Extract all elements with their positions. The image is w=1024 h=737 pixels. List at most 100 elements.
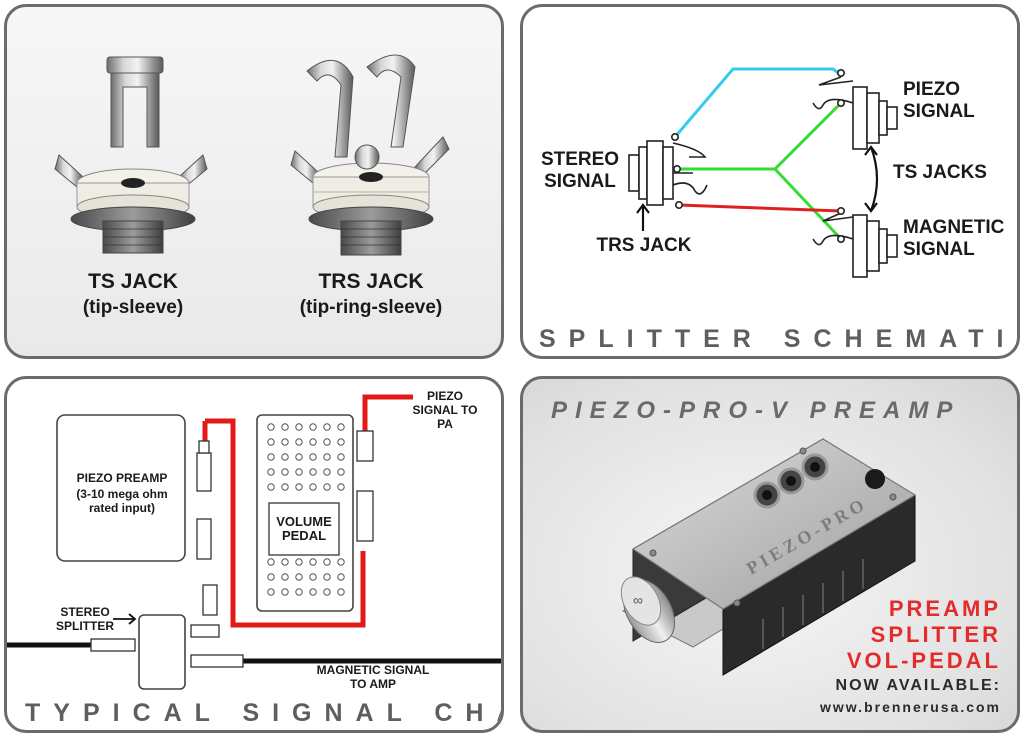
jack-illustrations xyxy=(54,54,450,256)
pedal-grip-dot xyxy=(281,453,289,461)
pedal-grip-dot xyxy=(309,423,317,431)
pedal-grip-dot xyxy=(295,573,303,581)
pedal-grip-dot xyxy=(295,468,303,476)
pedal-grip-dot xyxy=(309,438,317,446)
schematic-diagram xyxy=(628,67,898,278)
pedal-grip-dot xyxy=(295,453,303,461)
preamp-input-label: (3-10 mega ohm rated input) xyxy=(76,487,168,515)
pedal-grip-dot xyxy=(323,423,331,431)
pedal-grip-dot xyxy=(323,588,331,596)
pedal-grip-dot xyxy=(281,588,289,596)
red-cable-loop xyxy=(205,418,366,628)
trs-jack-image xyxy=(290,54,450,256)
splitter-schematic-panel: STEREO SIGNAL TRS JACK PIEZO SIGNAL TS J… xyxy=(520,4,1020,359)
pedal-grip-dot xyxy=(337,453,345,461)
pedal-grip-dot xyxy=(281,573,289,581)
stereo-splitter-box xyxy=(138,614,186,690)
plug-preamp-bottom xyxy=(196,518,212,560)
pedal-grip-dot xyxy=(323,438,331,446)
pedal-grip-dot xyxy=(323,468,331,476)
pedal-grip-dot xyxy=(337,423,345,431)
ts-jack-image xyxy=(54,56,208,254)
ts-jacks-double-arrow xyxy=(864,145,879,213)
device-screws xyxy=(649,447,897,607)
plug-splitter-red xyxy=(190,624,220,638)
plug-splitter-in xyxy=(90,638,136,652)
pedal-grip-dot xyxy=(281,423,289,431)
volume-knob: ∞ xyxy=(620,576,676,643)
piezo-signal-label: PIEZO SIGNAL xyxy=(903,79,975,122)
trs-jack-symbol xyxy=(628,133,708,210)
cable-plugs xyxy=(90,430,374,668)
plug-preamp-in xyxy=(202,584,218,616)
ts-jack-subtitle: (tip-sleeve) xyxy=(82,297,184,318)
pedal-grip-dot xyxy=(281,468,289,476)
red-cable-pa xyxy=(362,394,413,431)
pedal-grip-dot xyxy=(337,588,345,596)
ground-wire xyxy=(677,101,843,171)
pedal-grip-dot xyxy=(267,423,275,431)
pedal-grip-dot xyxy=(309,483,317,491)
pedal-grip-dot xyxy=(295,483,303,491)
pedal-grip-dot xyxy=(337,573,345,581)
trs-jack-arrow xyxy=(636,203,650,231)
plug-pedal-bottom xyxy=(356,490,374,542)
tip-wire xyxy=(673,67,842,138)
trs-jack-label: TRS JACK xyxy=(596,235,692,256)
pedal-grip-dot xyxy=(323,453,331,461)
pedal-grip-dot xyxy=(309,468,317,476)
pedal-grip-dot xyxy=(295,588,303,596)
website-link[interactable]: www.brennerusa.com xyxy=(820,699,1001,715)
volume-pedal-label: VOLUME PEDAL xyxy=(276,514,332,543)
ts-jack-title: TS JACK xyxy=(88,270,178,293)
pedal-grip-dot xyxy=(267,558,275,566)
plug-preamp-top xyxy=(196,440,212,492)
piezo-to-pa-label: PIEZO SIGNAL TO PA xyxy=(412,389,478,431)
pedal-grip-dot xyxy=(281,438,289,446)
pedal-grip-dot xyxy=(267,438,275,446)
trs-jack-subtitle: (tip-ring-sleeve) xyxy=(299,297,443,318)
preamp-title: PIEZO-PRO-V PREAMP xyxy=(551,397,961,424)
signal-chain-diagram xyxy=(7,394,501,690)
pedal-grip-dot xyxy=(337,438,345,446)
signal-chain-title: TYPICAL SIGNAL CHAIN xyxy=(25,699,501,727)
ring-wire xyxy=(678,203,842,213)
pedal-grip-dot xyxy=(309,573,317,581)
jack-types-panel: TS JACK (tip-sleeve) TRS JACK (tip-ring-… xyxy=(4,4,504,359)
now-available-text: NOW AVAILABLE: xyxy=(835,677,1001,694)
pedal-grip-dot xyxy=(309,558,317,566)
plug-splitter-out xyxy=(190,654,244,668)
piezo-preamp-box xyxy=(56,414,186,562)
preamp-product-panel: PIEZO-PRO-V PREAMP PIEZO-PRO xyxy=(520,376,1020,733)
volume-pedal-label-box xyxy=(268,502,340,556)
pedal-grip-dots xyxy=(267,423,345,596)
pedal-grip-dot xyxy=(337,483,345,491)
pedal-grip-dot xyxy=(267,468,275,476)
pedal-grip-dot xyxy=(267,588,275,596)
signal-chain-panel: PIEZO PREAMP (3-10 mega ohm rated input)… xyxy=(4,376,504,733)
pedal-grip-dot xyxy=(295,438,303,446)
pedal-grip-dot xyxy=(295,558,303,566)
promo-line-splitter: SPLITTER xyxy=(870,622,1001,647)
pedal-grip-dot xyxy=(323,483,331,491)
stereo-signal-label: STEREO SIGNAL xyxy=(540,149,620,192)
ts-jack-symbol-top xyxy=(812,68,898,150)
ground-wire-lower xyxy=(773,167,843,241)
ts-jack-symbol-bottom xyxy=(812,207,898,278)
magnetic-signal-label: MAGNETIC SIGNAL xyxy=(903,217,1005,260)
pedal-grip-dot xyxy=(337,558,345,566)
promo-line-preamp: PREAMP xyxy=(888,596,1001,621)
pedal-grip-dot xyxy=(309,588,317,596)
ts-jacks-label: TS JACKS xyxy=(893,162,987,183)
piezo-preamp-label: PIEZO PREAMP xyxy=(76,471,168,485)
trs-jack-title: TRS JACK xyxy=(318,270,424,293)
svg-text:∞: ∞ xyxy=(633,592,643,608)
pedal-grip-dot xyxy=(337,468,345,476)
pedal-grip-dot xyxy=(323,573,331,581)
device-jacks xyxy=(753,453,885,509)
schematic-title: SPLITTER SCHEMATIC xyxy=(539,325,1020,353)
pedal-grip-dot xyxy=(295,423,303,431)
promo-line-vol-pedal: VOL-PEDAL xyxy=(846,648,1001,673)
pedal-grip-dot xyxy=(267,483,275,491)
pedal-grip-dot xyxy=(281,483,289,491)
